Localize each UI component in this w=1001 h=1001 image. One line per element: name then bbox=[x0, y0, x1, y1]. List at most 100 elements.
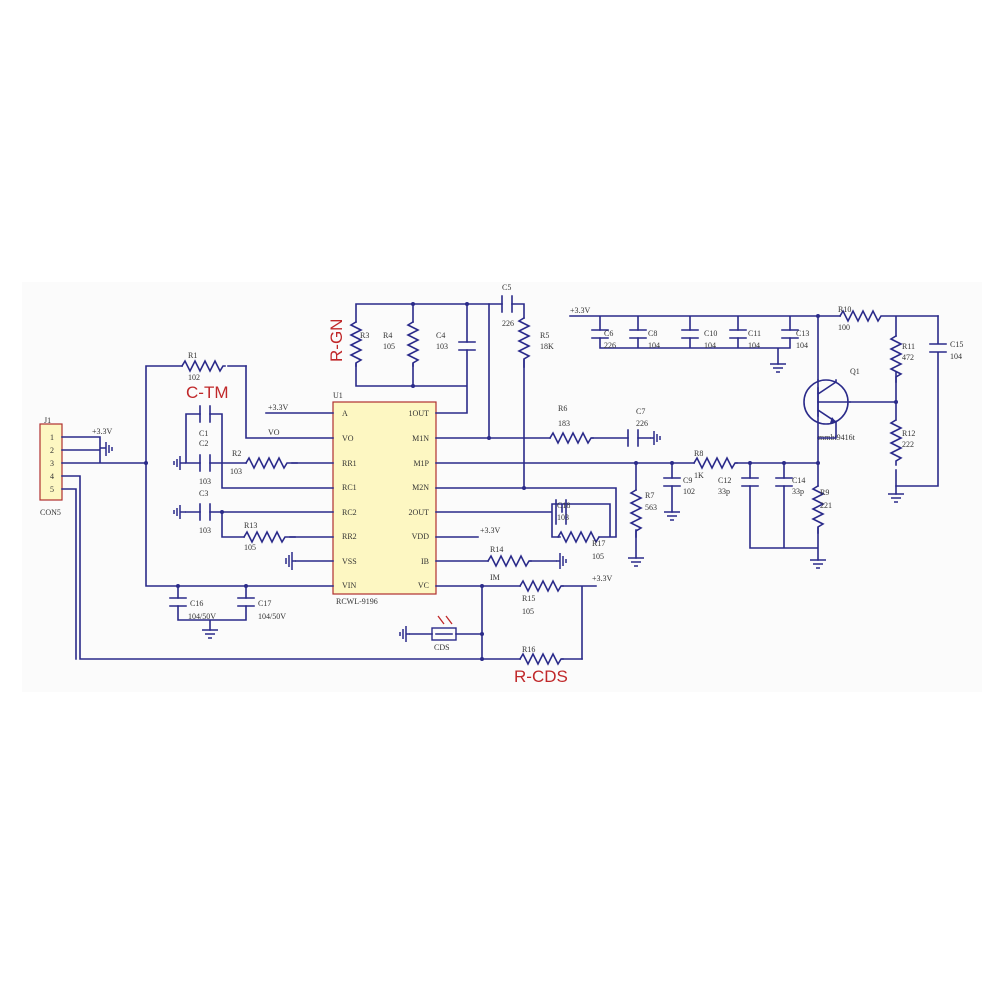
ic-pin-rc2: RC2 bbox=[342, 508, 357, 517]
c8-val: 104 bbox=[648, 341, 660, 350]
ic-pin-1out: 1OUT bbox=[409, 409, 430, 418]
c12-val: 33p bbox=[718, 487, 730, 496]
r7-val: 563 bbox=[645, 503, 657, 512]
c13-ref: C13 bbox=[796, 329, 809, 338]
c18-ref: C18 bbox=[557, 501, 570, 510]
r9-ref: R9 bbox=[820, 488, 829, 497]
c10-val: 104 bbox=[704, 341, 716, 350]
j1-name: CON5 bbox=[40, 508, 61, 517]
c5-val: 226 bbox=[502, 319, 514, 328]
ic-pin-rc1: RC1 bbox=[342, 483, 357, 492]
ic-pin-m2n: M2N bbox=[412, 483, 429, 492]
annotation-ctm: C-TM bbox=[186, 383, 228, 402]
ground-icon bbox=[202, 629, 218, 639]
ground-icon bbox=[399, 626, 410, 642]
r7-ref: R7 bbox=[645, 491, 654, 500]
connector-j1: J1 1 2 3 4 5 CON5 bbox=[39, 416, 63, 517]
j1-pin-3: 3 bbox=[50, 459, 54, 468]
ic-pin-vo: VO bbox=[342, 434, 354, 443]
ic-pin-vin: VIN bbox=[342, 581, 356, 590]
c15-ref: C15 bbox=[950, 340, 963, 349]
r2-ref: R2 bbox=[232, 449, 241, 458]
c15-val: 104 bbox=[950, 352, 962, 361]
net-label-filter-vcc: +3.3V bbox=[570, 306, 591, 315]
j1-pin-1: 1 bbox=[50, 433, 54, 442]
c11-val: 104 bbox=[748, 341, 760, 350]
ic-pin-vc: VC bbox=[418, 581, 429, 590]
r11-val: 472 bbox=[902, 353, 914, 362]
r12-val: 222 bbox=[902, 440, 914, 449]
r12-ref: R12 bbox=[902, 429, 915, 438]
r14-ref: R14 bbox=[490, 545, 503, 554]
q1-val: mmbt9416t bbox=[818, 433, 856, 442]
c4-ref: C4 bbox=[436, 331, 445, 340]
c10-ref: C10 bbox=[704, 329, 717, 338]
net-label-vo: VO bbox=[268, 428, 280, 437]
j1-pin-2: 2 bbox=[50, 446, 54, 455]
j1-pin-4: 4 bbox=[50, 472, 54, 481]
r5-ref: R5 bbox=[540, 331, 549, 340]
ground-icon bbox=[285, 552, 296, 570]
annotation-rgn: R-GN bbox=[327, 319, 346, 362]
r2-val: 103 bbox=[230, 467, 242, 476]
c2-val: 103 bbox=[199, 477, 211, 486]
c14-val: 33p bbox=[792, 487, 804, 496]
r5-val: 18K bbox=[540, 342, 554, 351]
r3-ref: R3 bbox=[360, 331, 369, 340]
r8-ref: R8 bbox=[694, 449, 703, 458]
ground-icon bbox=[810, 559, 826, 569]
ground-icon bbox=[100, 442, 113, 456]
r9-val: 221 bbox=[820, 501, 832, 510]
r10-ref: R10 bbox=[838, 305, 851, 314]
net-label-im: IM bbox=[490, 573, 500, 582]
c9-val: 102 bbox=[683, 487, 695, 496]
r4-ref: R4 bbox=[383, 331, 392, 340]
r11-ref: R11 bbox=[902, 342, 915, 351]
q1-ref: Q1 bbox=[850, 367, 860, 376]
r10-val: 100 bbox=[838, 323, 850, 332]
c7-val: 226 bbox=[636, 419, 648, 428]
ic-pin-ib: IB bbox=[421, 557, 429, 566]
ground-icon bbox=[173, 505, 186, 519]
c14-ref: C14 bbox=[792, 476, 805, 485]
annotation-rcds: R-CDS bbox=[514, 667, 568, 686]
ic-pin-m1n: M1N bbox=[412, 434, 429, 443]
r6-val: 183 bbox=[558, 419, 570, 428]
c8-ref: C8 bbox=[648, 329, 657, 338]
transistor-q1: Q1 mmbt9416t bbox=[803, 367, 860, 442]
c3-ref: C3 bbox=[199, 489, 208, 498]
ic-pin-rr1: RR1 bbox=[342, 459, 357, 468]
ic-u1: U1 RCWL-9196 A VO RR1 RC1 RC2 RR2 VSS VI… bbox=[332, 391, 437, 606]
c1-ref: C1 bbox=[199, 429, 208, 438]
c3-val: 103 bbox=[199, 526, 211, 535]
ground-icon bbox=[173, 456, 186, 470]
c16-val: 104/50V bbox=[188, 612, 216, 621]
ic-pin-2out: 2OUT bbox=[409, 508, 430, 517]
ground-icon bbox=[888, 493, 904, 503]
cds-ref: CDS bbox=[434, 643, 450, 652]
r17-ref: R17 bbox=[592, 539, 605, 548]
c9-ref: C9 bbox=[683, 476, 692, 485]
net-label-j1-vcc: +3.3V bbox=[92, 427, 113, 436]
c7-ref: C7 bbox=[636, 407, 645, 416]
r1-val: 102 bbox=[188, 373, 200, 382]
net-label-a-vcc: +3.3V bbox=[268, 403, 289, 412]
r13-ref: R13 bbox=[244, 521, 257, 530]
c16-ref: C16 bbox=[190, 599, 203, 608]
j1-ref: J1 bbox=[44, 416, 51, 425]
r17-val: 105 bbox=[592, 552, 604, 561]
c12-ref: C12 bbox=[718, 476, 731, 485]
schematic-area bbox=[22, 282, 982, 692]
c6-val: 226 bbox=[604, 341, 616, 350]
j1-pin-5: 5 bbox=[50, 485, 54, 494]
r6-ref: R6 bbox=[558, 404, 567, 413]
ic-ref: U1 bbox=[333, 391, 343, 400]
c17-ref: C17 bbox=[258, 599, 271, 608]
r16-ref: R16 bbox=[522, 645, 535, 654]
c2-ref: C2 bbox=[199, 439, 208, 448]
net-label-vdd: +3.3V bbox=[480, 526, 501, 535]
c11-ref: C11 bbox=[748, 329, 761, 338]
ground-icon bbox=[628, 557, 644, 567]
c13-val: 104 bbox=[796, 341, 808, 350]
